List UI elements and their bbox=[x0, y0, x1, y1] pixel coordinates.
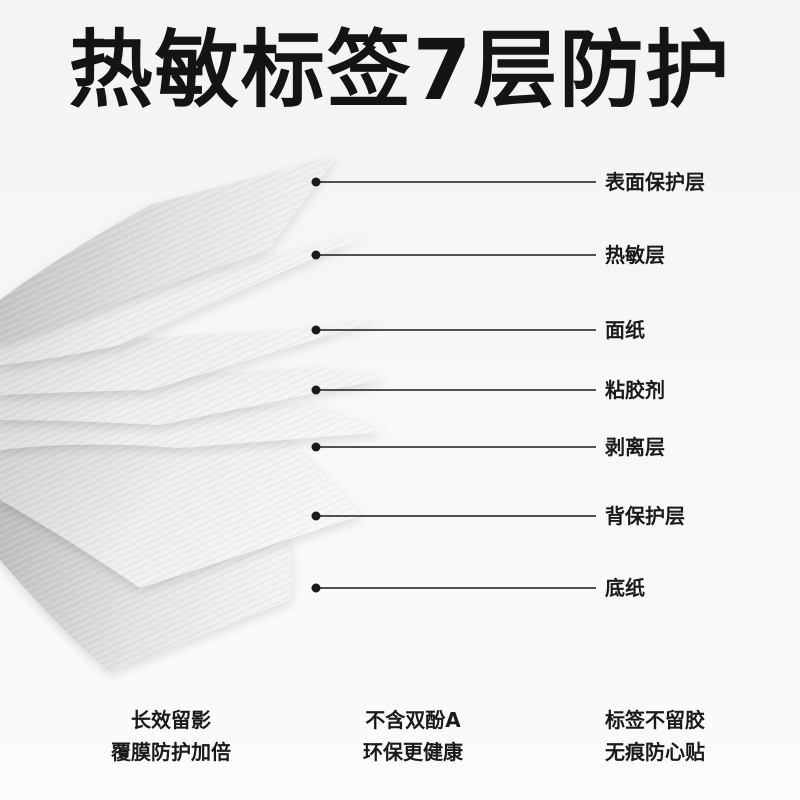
leader-dot-release-layer bbox=[311, 442, 321, 452]
sheet-thermal-layer bbox=[0, 235, 365, 365]
layer-label-release-layer: 剥离层 bbox=[605, 435, 665, 459]
feature-line: 无痕防心贴 bbox=[605, 740, 705, 764]
layer-label-adhesive: 粘胶剂 bbox=[605, 378, 665, 402]
layer-label-face-paper: 面纸 bbox=[605, 318, 645, 342]
layer-label-surface-protection: 表面保护层 bbox=[605, 170, 705, 194]
leader-lines bbox=[316, 181, 596, 589]
leader-dot-thermal-layer bbox=[311, 250, 321, 260]
sheet-face-paper bbox=[0, 318, 385, 395]
feature-no-residue: 标签不留胶 无痕防心贴 bbox=[555, 704, 755, 768]
feature-line: 标签不留胶 bbox=[605, 708, 705, 732]
leader-dot-base-paper bbox=[311, 583, 321, 593]
sheet-surface-protection bbox=[0, 155, 338, 345]
feature-bpa-free: 不含双酚A 环保更健康 bbox=[313, 704, 513, 768]
leader-dot-face-paper bbox=[311, 325, 321, 335]
layer-label-thermal-layer: 热敏层 bbox=[605, 243, 665, 267]
page-title: 热敏标签7层防护 bbox=[68, 21, 732, 119]
feature-line: 覆膜防护加倍 bbox=[111, 740, 231, 764]
leader-dot-surface-protection bbox=[311, 177, 321, 187]
layer-label-base-paper: 底纸 bbox=[605, 576, 645, 600]
leader-dot-adhesive bbox=[311, 385, 321, 395]
leader-dots bbox=[311, 177, 321, 593]
feature-long-lasting: 长效留影 覆膜防护加倍 bbox=[71, 704, 271, 768]
sheet-back-protection bbox=[0, 440, 362, 588]
feature-line: 环保更健康 bbox=[363, 740, 463, 764]
leader-dot-back-protection bbox=[311, 511, 321, 521]
feature-line: 不含双酚A bbox=[365, 708, 461, 732]
feature-line: 长效留影 bbox=[131, 708, 211, 732]
layer-label-back-protection: 背保护层 bbox=[605, 504, 685, 528]
